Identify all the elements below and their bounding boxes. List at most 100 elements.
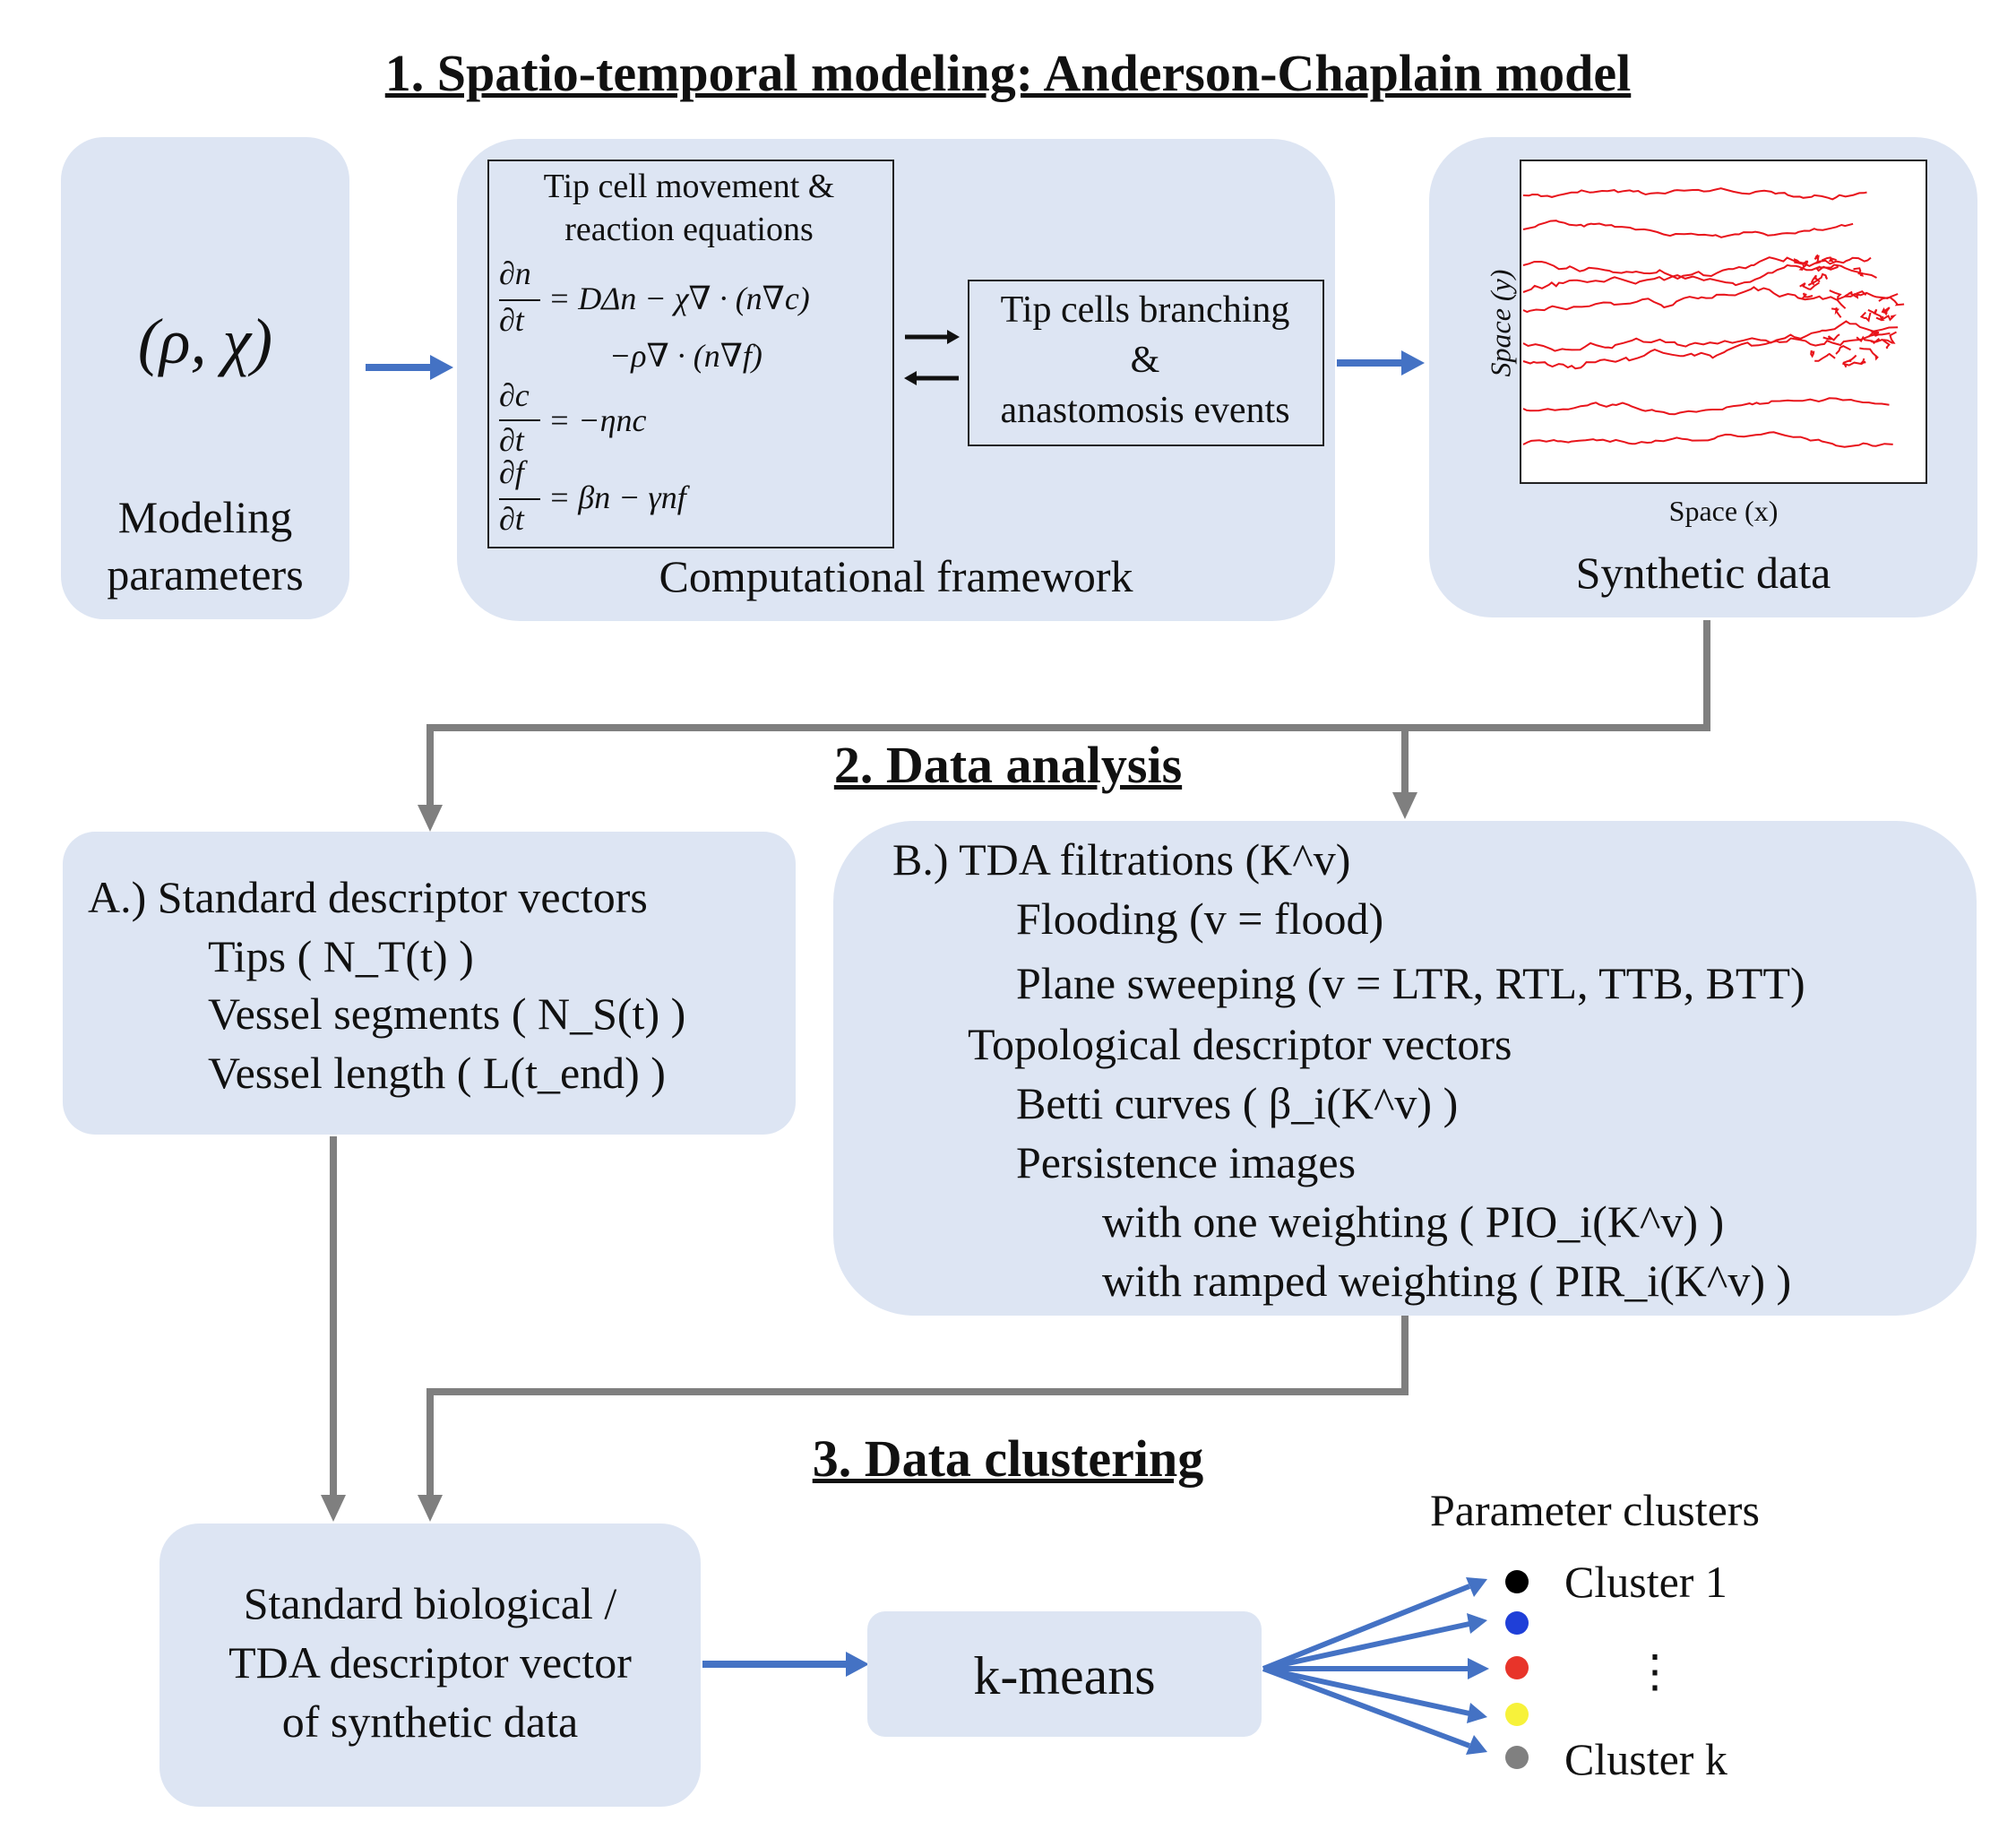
eq2-denominator: ∂t [499,422,524,458]
down-arrow-to-b-icon [1392,792,1417,819]
vessel-branch [1829,289,1847,309]
synthetic-to-analysis-connector [426,620,1710,807]
box-a-vessel-segments: Vessel segments ( N_S(t) ) [208,988,686,1039]
eq1-rhs: = DΔn − χ∇ · (n∇c) [548,281,810,316]
eq3-rhs: = βn − γnf [548,479,686,515]
vessel-branch [1867,308,1884,321]
cluster-dot-1 [1505,1570,1529,1593]
parameters-label-line2: parameters [107,549,304,600]
cluster-dot-5 [1505,1746,1529,1769]
vessel-branch [1831,306,1842,318]
events-frame [968,280,1324,446]
vector-line1: Standard biological / [243,1578,617,1628]
eq3-numerator: ∂f [499,454,524,490]
vector-to-kmeans-arrow-icon [702,1652,869,1677]
vector-line2: TDA descriptor vector [228,1637,632,1688]
box-a-vessel-length: Vessel length ( L(t_end) ) [208,1048,666,1098]
vessel-branch [1844,290,1867,299]
vessel-branch [1814,254,1822,264]
kmeans-to-clusters-arrows [1262,1584,1471,1748]
vessel-branch [1794,258,1805,267]
vessel-branch [1856,335,1881,344]
cluster-ellipsis: ⋮ [1633,1646,1677,1696]
params-to-framework-arrow-icon [366,355,453,380]
vessel-line [1522,256,1872,281]
vessel-branch [1798,260,1809,271]
computational-framework-caption: Computational framework [659,551,1133,601]
vessel-branch [1811,274,1821,286]
vessel-branch [1875,314,1897,322]
box-b-title: B.) TDA filtrations (K^v) [892,834,1351,885]
down-arrow-from-a-icon [321,1495,346,1522]
box-b-plane-sweeping: Plane sweeping (v = LTR, RTL, TTB, BTT) [1016,958,1805,1008]
box-b-one-weighting: with one weighting ( PIO_i(K^v) ) [1102,1196,1725,1247]
kmeans-box [867,1611,1262,1737]
section3-heading: 3. Data clustering [812,1429,1204,1488]
vector-line3: of synthetic data [281,1696,579,1747]
eq2-fraction-bar [499,419,540,421]
vessel-branch [1859,347,1879,361]
vessel-branch [1842,354,1857,364]
events-line2: & [1130,340,1160,381]
vessel-branch [1814,352,1836,362]
cluster-k-label: Cluster k [1564,1734,1727,1784]
vessel-branch [1867,330,1882,338]
eq2-numerator: ∂c [499,377,530,413]
vessel-branch [1881,306,1891,316]
eq3-denominator: ∂t [499,501,524,537]
vessel-branch [1801,292,1814,299]
vessel-branch [1853,267,1865,277]
vessel-line [1522,431,1893,448]
vessel-line [1522,286,1899,314]
events-line3: anastomosis events [1000,390,1290,431]
eq3-fraction-bar [499,498,540,500]
down-arrow-to-a-icon [418,805,443,832]
box-b-flooding: Flooding (v = flood) [1016,893,1384,944]
vessel-branch [1807,272,1829,287]
cluster-dot-2 [1505,1611,1529,1635]
vessel-network-plot [1520,160,1927,484]
eq1-denominator: ∂t [499,302,524,338]
vessel-line [1522,263,1877,293]
eq1-numerator: ∂n [499,255,531,291]
clusters-title: Parameter clusters [1430,1485,1760,1535]
down-arrow-from-b-icon [418,1495,443,1522]
cluster-dot-4 [1505,1703,1529,1726]
parameters-symbol: (ρ, χ) [137,306,273,377]
events-line1: Tip cells branching [1000,289,1290,331]
eq1-rhs-continued: −ρ∇ · (n∇f) [609,338,762,374]
standard-descriptor-box [63,832,796,1135]
section1-heading: 1. Spatio-temporal modeling: Anderson-Ch… [384,44,1632,102]
vessel-branch [1870,338,1891,350]
eq1-fraction-bar [499,299,540,301]
tda-filtrations-box [833,821,1977,1316]
vessel-line [1522,397,1890,416]
cluster-1-label: Cluster 1 [1564,1557,1727,1607]
vessel-branch [1810,350,1815,358]
eq2-rhs: = −ηnc [548,402,647,438]
box-b-topological: Topological descriptor vectors [968,1019,1512,1069]
framework-to-synthetic-arrow-icon [1337,350,1425,375]
vessel-line [1522,320,1899,352]
box-a-title: A.) Standard descriptor vectors [88,872,648,922]
exchange-arrows [904,330,960,385]
descriptor-vector-box [159,1524,701,1807]
synthetic-xlabel: Space (x) [1668,495,1779,527]
equations-title-line2: reaction equations [564,211,814,248]
vessel-branch [1842,361,1865,368]
section2-heading: 2. Data analysis [833,736,1183,794]
equations-frame [487,160,894,548]
modeling-parameters-box [61,137,349,619]
analysis-to-clustering-connector [330,1136,1409,1497]
cluster-dot-3 [1505,1656,1529,1679]
box-a-tips: Tips ( N_T(t) ) [208,931,474,981]
vessel-branch [1822,333,1840,341]
box-b-ramped-weighting: with ramped weighting ( PIR_i(K^v) ) [1102,1256,1792,1306]
fan-arrowheads [1466,1577,1489,1755]
vessel-line [1522,187,1867,201]
synthetic-data-caption: Synthetic data [1575,548,1831,598]
kmeans-label: k-means [973,1646,1156,1705]
right-arrow-icon [905,330,960,344]
equations-title-line1: Tip cell movement & [543,168,835,205]
box-b-persistence: Persistence images [1016,1137,1357,1187]
